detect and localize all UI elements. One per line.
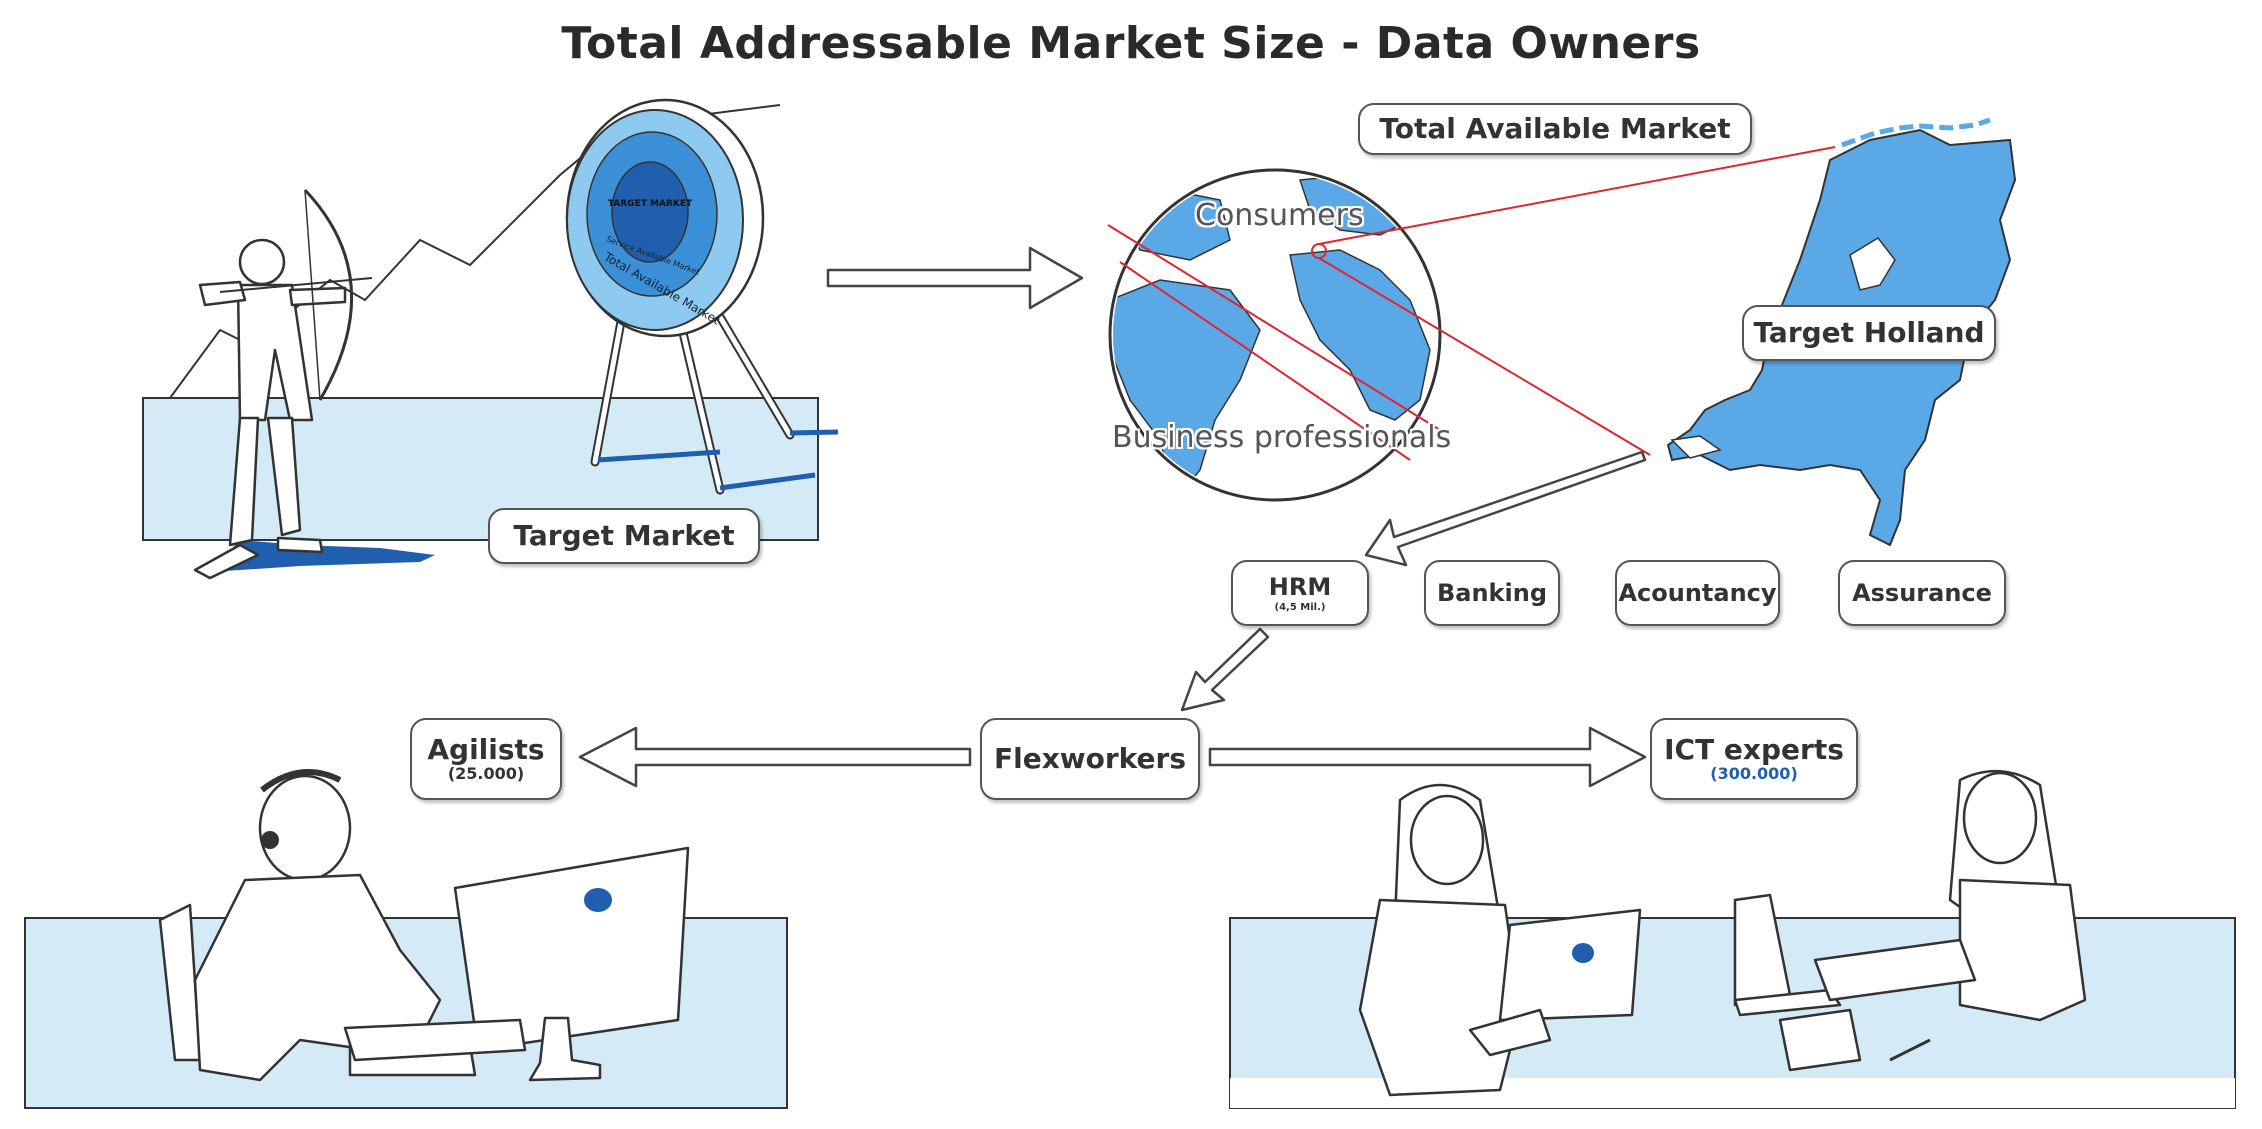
zoom-lines: [1107, 146, 1836, 461]
arrow-icon-to-ict: [1208, 726, 1647, 788]
arrow-icon-to-flexworkers: [1180, 627, 1270, 712]
target-board-icon: TARGET MARKET Service Available Market T…: [565, 98, 839, 495]
ict-experts-box: ICT experts (300.000): [1650, 718, 1858, 800]
laptop-workers-illustration: [1229, 769, 2236, 1109]
page-title: Total Addressable Market Size - Data Own…: [561, 18, 1701, 69]
arrow-icon-to-agilists: [578, 726, 972, 788]
flexworkers-label: Flexworkers: [993, 742, 1187, 775]
ict-experts-label: ICT experts: [1664, 733, 1844, 766]
agilists-label: Agilists: [427, 733, 545, 766]
call-agent-illustration: [24, 769, 788, 1109]
total-available-market-label: Total Available Market: [1379, 112, 1731, 145]
segment-acountancy-label: Acountancy: [1618, 579, 1777, 607]
segment-banking: Banking: [1424, 560, 1560, 626]
agilists-box: Agilists (25.000): [410, 718, 562, 800]
segment-banking-label: Banking: [1436, 579, 1548, 607]
target-holland-label: Target Holland: [1753, 316, 1985, 349]
agilists-count: (25.000): [447, 764, 525, 783]
consumers-label: Consumers: [1195, 198, 1364, 233]
ict-experts-count: (300.000): [1710, 764, 1798, 783]
business-professionals-label: Business professionals: [1112, 420, 1452, 455]
target-ring-inner-label: TARGET MARKET: [608, 199, 693, 209]
segment-assurance-label: Assurance: [1852, 579, 1992, 607]
target-market-box: Target Market: [488, 508, 760, 564]
segment-hrm: HRM (4,5 Mil.): [1231, 560, 1369, 626]
arrow-icon-to-hrm: [1364, 450, 1647, 567]
segment-assurance: Assurance: [1838, 560, 2006, 626]
arrow-icon-to-globe: [826, 246, 1084, 310]
total-available-market-box: Total Available Market: [1358, 103, 1752, 155]
segment-acountancy: Acountancy: [1615, 560, 1780, 626]
flexworkers-box: Flexworkers: [980, 718, 1200, 800]
segment-hrm-label: HRM: [1268, 573, 1332, 601]
target-market-label: Target Market: [513, 519, 735, 552]
target-holland-box: Target Holland: [1742, 305, 1996, 361]
segment-hrm-sub: (4,5 Mil.): [1274, 602, 1326, 613]
